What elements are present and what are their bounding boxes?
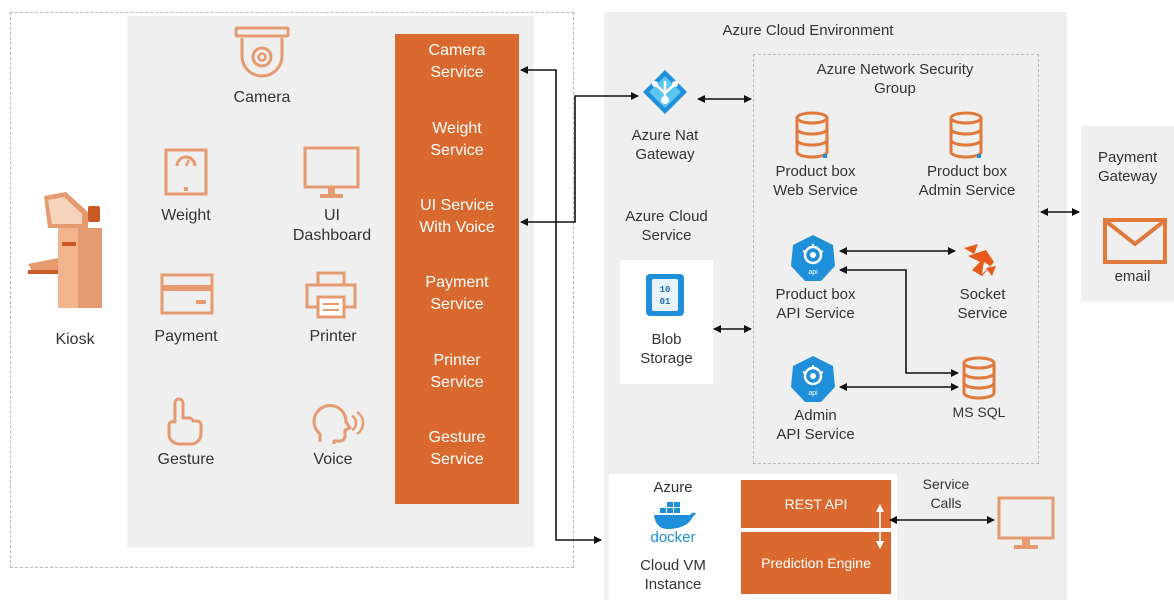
svg-text:01: 01	[660, 297, 671, 307]
payment-label: Payment	[154, 328, 218, 345]
camera-icon	[234, 26, 290, 78]
printer-icon	[305, 271, 357, 319]
email-label: email	[1114, 268, 1151, 285]
admin-api-icon: api	[791, 356, 835, 402]
svg-text:10: 10	[660, 285, 671, 295]
services-column	[395, 34, 519, 504]
payment-gateway-panel	[1081, 126, 1174, 302]
credit-card-icon	[160, 273, 214, 315]
weight-label: Weight	[161, 207, 211, 224]
hand-pointer-icon	[167, 397, 203, 446]
database-icon-admin	[949, 111, 983, 159]
socket-icon	[964, 244, 996, 276]
blob-storage-icon: 10 01	[646, 274, 684, 316]
svg-text:api: api	[808, 390, 818, 397]
prediction-engine-box: Prediction Engine	[741, 532, 891, 594]
voice-speaking-icon	[312, 404, 365, 444]
svg-text:api: api	[808, 269, 818, 276]
network-security-group-boundary	[753, 54, 1039, 464]
rest-api-box: REST API	[741, 480, 891, 528]
docker-whale-icon	[654, 502, 696, 529]
gesture-label: Gesture	[157, 451, 215, 468]
docker-wordmark: docker	[650, 529, 696, 546]
azure-env-title: Azure Cloud Environment	[722, 22, 894, 39]
monitor-icon	[303, 146, 360, 198]
mssql-label: MS SQL	[952, 404, 1006, 420]
database-icon-web	[795, 111, 829, 159]
vm-azure-label: Azure	[653, 479, 693, 496]
client-monitor-icon	[997, 496, 1055, 549]
email-envelope-icon	[1103, 218, 1167, 264]
api-service-icon: api	[791, 235, 835, 281]
camera-label: Camera	[233, 89, 291, 106]
database-icon-mssql	[962, 356, 996, 400]
kiosk-icon	[28, 192, 102, 308]
printer-label: Printer	[309, 328, 357, 345]
weight-scale-icon	[164, 148, 208, 196]
kiosk-label: Kiosk	[55, 331, 95, 348]
voice-label: Voice	[313, 451, 353, 468]
nat-gateway-icon	[643, 70, 687, 114]
